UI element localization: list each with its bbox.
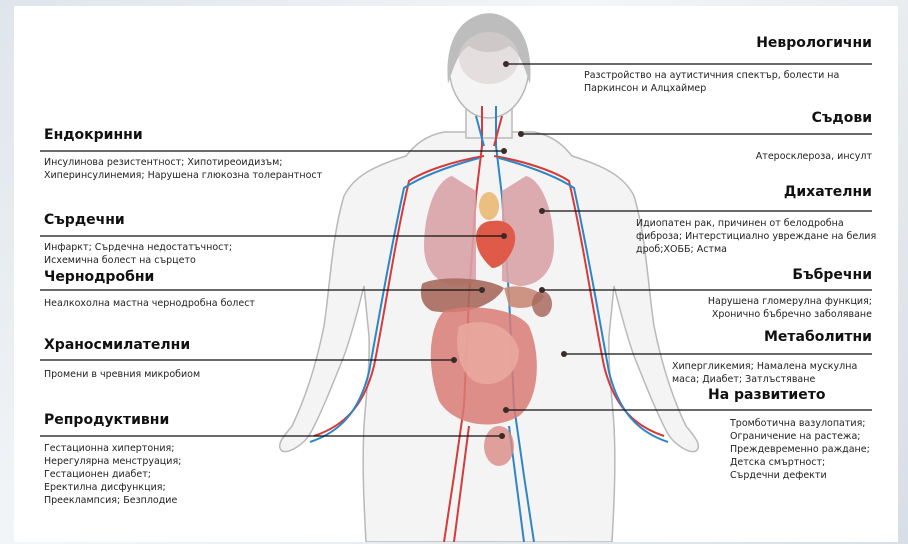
desc-hepatic: Неалкохолна мастна чернодробна болест	[44, 297, 255, 310]
desc-metabolic: Хипергликемия; Намалена мускулна маса; Д…	[672, 360, 857, 386]
desc-line: Преждевременно раждане;	[730, 443, 870, 456]
label-reproductive: Репродуктивни	[44, 412, 169, 428]
desc-line: Прееклампсия; Безплодие	[44, 494, 181, 507]
desc-line: Нарушена гломерулна функция;	[708, 295, 872, 308]
heading-respiratory: Дихателни	[784, 184, 872, 200]
desc-line: Идиопатен рак, причинен от белодробна	[636, 217, 876, 230]
label-cardiac: Сърдечни	[44, 212, 125, 228]
desc-endocrine: Инсулинова резистентност; Хипотиреоидизъ…	[44, 156, 322, 182]
desc-line: Промени в чревния микробиом	[44, 368, 200, 381]
label-vascular: Съдови	[812, 110, 872, 126]
desc-line: Тромботична вазулопатия;	[730, 417, 870, 430]
label-metabolic: Метаболитни	[764, 329, 872, 345]
desc-line: Неалкохолна мастна чернодробна болест	[44, 297, 255, 310]
desc-line: Инфаркт; Сърдечна недостатъчност;	[44, 241, 232, 254]
desc-line: Хиперинсулинемия; Нарушена глюкозна толе…	[44, 169, 322, 182]
desc-line: Детска смъртност;	[730, 456, 870, 469]
desc-developmental: Тромботична вазулопатия; Ограничение на …	[730, 417, 870, 482]
desc-line: дроб;ХОББ; Астма	[636, 243, 876, 256]
label-developmental: На развитието	[708, 387, 825, 403]
label-neurological: Неврологични	[756, 35, 872, 51]
desc-line: Разстройство на аутистичния спектър, бол…	[584, 69, 839, 82]
desc-respiratory: Идиопатен рак, причинен от белодробна фи…	[636, 217, 876, 256]
heading-renal: Бъбречни	[792, 267, 872, 283]
desc-line: Хипергликемия; Намалена мускулна	[672, 360, 857, 373]
desc-line: Исхемична болест на сърцето	[44, 254, 232, 267]
desc-neurological: Разстройство на аутистичния спектър, бол…	[584, 69, 839, 95]
desc-line: Ограничение на растежа;	[730, 430, 870, 443]
heading-endocrine: Ендокринни	[44, 127, 143, 143]
heading-reproductive: Репродуктивни	[44, 412, 169, 428]
desc-line: Сърдечни дефекти	[730, 469, 870, 482]
heading-cardiac: Сърдечни	[44, 212, 125, 228]
heading-hepatic: Чернодробни	[44, 269, 154, 285]
desc-line: Нерегулярна менструация;	[44, 455, 181, 468]
diagram-frame: Неврологични Разстройство на аутистичния…	[14, 6, 898, 542]
desc-line: Инсулинова резистентност; Хипотиреоидизъ…	[44, 156, 322, 169]
label-respiratory: Дихателни	[784, 184, 872, 200]
desc-reproductive: Гестационна хипертония; Нерегулярна менс…	[44, 442, 181, 507]
desc-digestive: Промени в чревния микробиом	[44, 368, 200, 381]
heading-metabolic: Метаболитни	[764, 329, 872, 345]
desc-renal: Нарушена гломерулна функция; Хронично бъ…	[708, 295, 872, 321]
desc-line: Гестационен диабет;	[44, 468, 181, 481]
desc-line: Еректилна дисфункция;	[44, 481, 181, 494]
heading-vascular: Съдови	[812, 110, 872, 126]
heading-developmental: На развитието	[708, 387, 825, 403]
label-endocrine: Ендокринни	[44, 127, 143, 143]
desc-line: Гестационна хипертония;	[44, 442, 181, 455]
label-hepatic: Чернодробни	[44, 269, 154, 285]
desc-line: маса; Диабет; Затлъстяване	[672, 373, 857, 386]
label-renal: Бъбречни	[792, 267, 872, 283]
heading-digestive: Храносмилателни	[44, 337, 190, 353]
desc-vascular: Атеросклероза, инсулт	[756, 150, 872, 163]
desc-line: Хронично бъбречно заболяване	[708, 308, 872, 321]
desc-line: фиброза; Интерстициално увреждане на бел…	[636, 230, 876, 243]
desc-line: Паркинсон и Алцхаймер	[584, 82, 839, 95]
heading-neurological: Неврологични	[756, 35, 872, 51]
desc-cardiac: Инфаркт; Сърдечна недостатъчност; Исхеми…	[44, 241, 232, 267]
label-digestive: Храносмилателни	[44, 337, 190, 353]
desc-line: Атеросклероза, инсулт	[756, 150, 872, 163]
